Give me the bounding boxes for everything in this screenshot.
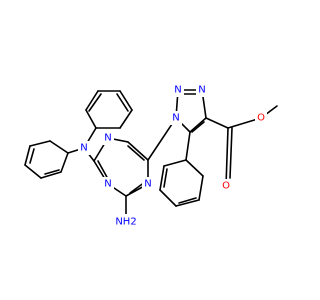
bond-line [163, 168, 168, 188]
bond-line [85, 90, 99, 111]
carbonyl-oxygen-label: O [222, 181, 230, 192]
bond-line [163, 159, 187, 167]
bond-line [127, 141, 149, 161]
bond-line [185, 131, 191, 161]
triazine-nitrogen-label: N [104, 179, 111, 190]
bond-line [159, 189, 177, 207]
bond-line [119, 90, 133, 111]
bond-line [229, 127, 233, 179]
bond-line [29, 140, 51, 147]
bond-line [24, 145, 31, 166]
ester-oxygen-label: O [257, 113, 265, 124]
amino-group-label: NH2 [115, 217, 136, 228]
bond-line [225, 127, 229, 187]
bond-line [205, 117, 229, 129]
atom-label-layer: N N N N NH2 N N N O O [78, 83, 267, 230]
bond-line [85, 109, 97, 129]
bond-line [40, 171, 62, 179]
bond-line [185, 159, 204, 177]
bond-line [116, 93, 129, 112]
bond-line [127, 145, 145, 161]
bond-line [159, 165, 165, 191]
bond-line [97, 160, 109, 180]
triazole-nitrogen-label: N [174, 85, 181, 96]
bond-line [178, 197, 197, 204]
triazole-nitrogen-label: N [198, 85, 205, 96]
bond-line [24, 164, 42, 179]
bond-line [189, 117, 207, 133]
bond-line [60, 152, 69, 173]
chemical-structure: N N N N NH2 N N N O O [24, 83, 278, 230]
bond-line [175, 199, 200, 207]
bond-line [44, 169, 60, 175]
triazine-nitrogen-label: N [144, 179, 151, 190]
triazole-nitrogen-label: N [172, 113, 179, 124]
amine-nitrogen-label: N [80, 143, 87, 154]
bond-layer [24, 89, 278, 223]
bond-line [119, 109, 133, 129]
triazine-nitrogen-label: N [104, 133, 111, 144]
bond-line [29, 148, 35, 164]
bond-line [191, 121, 205, 133]
bond-line [49, 140, 69, 154]
bond-line [88, 93, 102, 112]
bond-line [198, 175, 204, 201]
